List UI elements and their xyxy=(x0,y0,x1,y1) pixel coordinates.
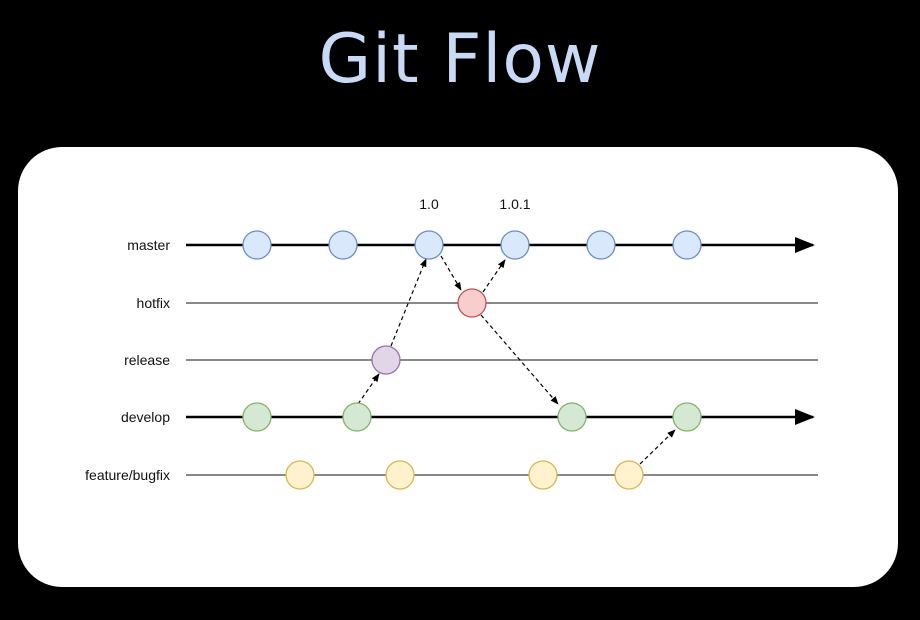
lane-label-feature: feature/bugfix xyxy=(85,467,170,483)
merge-arrow-hotfix-to-master xyxy=(482,259,506,293)
master-commit-6 xyxy=(672,230,702,260)
git-flow-diagram: master hotfix release develop feature/bu… xyxy=(85,196,818,490)
lane-label-develop: develop xyxy=(121,409,170,425)
develop-commit-2 xyxy=(342,402,372,432)
master-commit-4 xyxy=(500,230,530,260)
lane-label-release: release xyxy=(124,352,170,368)
page-title: Git Flow xyxy=(318,20,602,99)
lane-label-hotfix: hotfix xyxy=(137,295,170,311)
feature-commit-1 xyxy=(285,460,315,490)
feature-commit-2 xyxy=(385,460,415,490)
develop-commit-4 xyxy=(672,402,702,432)
tag-label-1-0: 1.0 xyxy=(419,196,439,212)
merge-arrow-feature-to-develop xyxy=(639,429,676,465)
feature-commit-3 xyxy=(528,460,558,490)
hotfix-commit-1 xyxy=(457,288,487,318)
develop-commit-1 xyxy=(242,402,272,432)
feature-commit-4 xyxy=(614,460,644,490)
lane-label-master: master xyxy=(127,237,170,253)
merge-arrow-master-to-hotfix xyxy=(440,255,462,291)
master-commit-1 xyxy=(242,230,272,260)
master-commit-5 xyxy=(586,230,616,260)
tag-label-1-0-1: 1.0.1 xyxy=(499,196,530,212)
develop-commit-3 xyxy=(557,402,587,432)
release-commit-1 xyxy=(371,345,401,375)
master-commit-2 xyxy=(328,230,358,260)
diagram-card: master hotfix release develop feature/bu… xyxy=(18,147,898,587)
master-commit-3 xyxy=(414,230,444,260)
merge-arrow-develop-to-release xyxy=(357,373,380,405)
merge-arrow-hotfix-to-develop xyxy=(480,314,559,405)
merge-arrow-release-to-master xyxy=(390,258,427,347)
